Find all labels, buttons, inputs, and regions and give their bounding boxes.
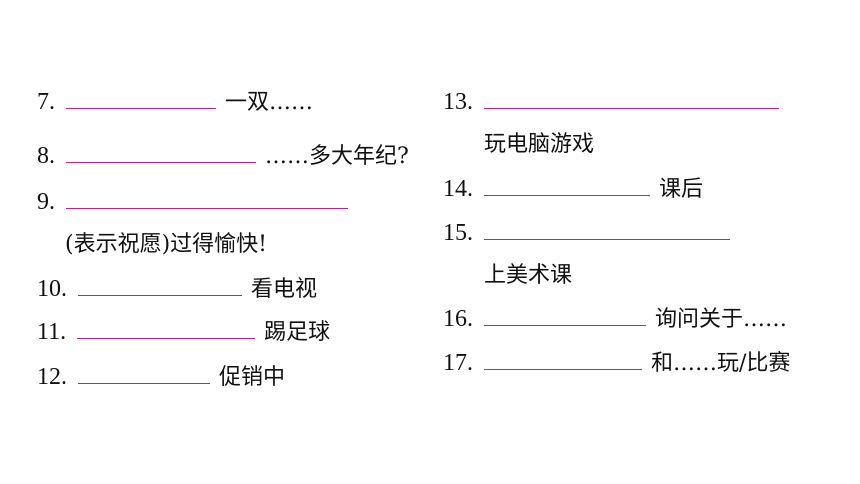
item-9-continuation: (表示祝愿)过得愉快! xyxy=(65,232,268,257)
answer-blank[interactable] xyxy=(484,349,642,370)
answer-blank[interactable] xyxy=(484,305,646,326)
item-number: 17. xyxy=(443,350,473,376)
item-number: 8. xyxy=(37,143,55,169)
item-prompt: 课后 xyxy=(659,177,704,202)
item-13: 13. xyxy=(443,85,779,119)
item-number: 10. xyxy=(37,276,67,302)
item-number: 16. xyxy=(443,306,473,332)
item-16: 16. 询问关于…… xyxy=(443,302,787,336)
answer-blank[interactable] xyxy=(66,88,216,109)
item-prompt: 踢足球 xyxy=(264,320,331,345)
answer-blank[interactable] xyxy=(66,142,256,163)
item-9: 9. xyxy=(37,185,348,219)
answer-blank[interactable] xyxy=(484,88,779,109)
item-15: 15. xyxy=(443,216,730,250)
item-17: 17. 和……玩/比赛 xyxy=(443,346,790,380)
item-number: 9. xyxy=(37,189,55,215)
answer-blank[interactable] xyxy=(77,318,256,339)
answer-blank[interactable] xyxy=(484,175,650,196)
item-10: 10. 看电视 xyxy=(37,272,317,306)
item-number: 7. xyxy=(37,89,55,115)
item-number: 15. xyxy=(443,220,473,246)
item-prompt: 看电视 xyxy=(251,277,318,302)
item-prompt: 一双…… xyxy=(225,90,314,115)
item-15-continuation: 上美术课 xyxy=(484,263,573,288)
item-number: 13. xyxy=(443,89,473,115)
item-prompt: 促销中 xyxy=(219,365,286,390)
item-11: 11. 踢足球 xyxy=(37,315,330,349)
item-7: 7. 一双…… xyxy=(37,85,313,119)
item-number: 14. xyxy=(443,176,473,202)
item-prompt: ……多大年纪? xyxy=(265,144,409,169)
answer-blank[interactable] xyxy=(78,275,242,296)
item-14: 14. 课后 xyxy=(443,172,703,206)
answer-blank[interactable] xyxy=(78,363,210,384)
item-prompt: 询问关于…… xyxy=(655,307,788,332)
answer-blank[interactable] xyxy=(66,188,348,209)
answer-blank[interactable] xyxy=(484,219,730,240)
item-number: 12. xyxy=(37,364,67,390)
item-number: 11. xyxy=(37,319,67,345)
item-13-continuation: 玩电脑游戏 xyxy=(484,132,595,157)
item-prompt: 和……玩/比赛 xyxy=(651,351,791,376)
item-12: 12. 促销中 xyxy=(37,360,285,394)
item-8: 8. ……多大年纪? xyxy=(37,139,409,173)
